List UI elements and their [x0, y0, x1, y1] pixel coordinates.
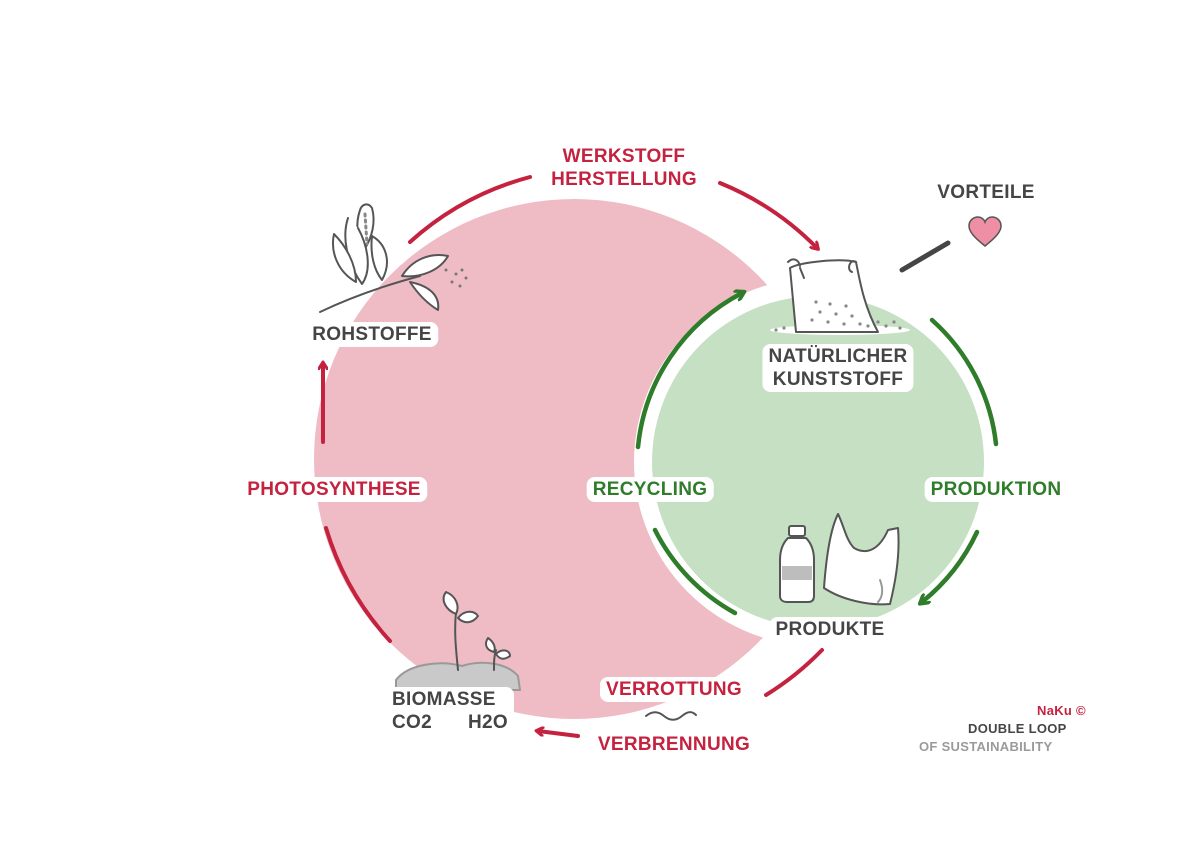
- bioplastic-bag-icon: [770, 258, 910, 335]
- station-products: PRODUKTE: [769, 617, 891, 642]
- brand-line1: DOUBLE LOOP: [968, 721, 1067, 736]
- plastic-bag-icon: [823, 513, 900, 606]
- plant-icon: [319, 203, 468, 313]
- bottle-icon: [779, 525, 815, 603]
- co2-label: CO2: [392, 712, 432, 733]
- step-material-line2: HERSTELLUNG: [551, 169, 697, 190]
- arrow-products-to-rotting: [764, 648, 824, 697]
- arrow-plastic-to-production: [929, 317, 999, 447]
- station-raw-materials: ROHSTOFFE: [306, 322, 438, 347]
- heart-icon: [968, 216, 1002, 247]
- step-material-line1: WERKSTOFF: [562, 146, 686, 167]
- arrow-burning-to-biomass: [538, 731, 580, 738]
- arrow-products-to-recycling: [652, 527, 738, 616]
- advantages-label: VORTEILE: [937, 182, 1035, 203]
- arrow-biomass-to-photosynthesis: [324, 526, 392, 643]
- advantages-connector: [899, 240, 951, 273]
- step-photosynthesis: PHOTOSYNTHESE: [241, 477, 427, 502]
- arrow-material-to-plastic: [718, 181, 817, 248]
- station-plastic-line1: NATÜRLICHER: [768, 346, 908, 367]
- brand-name: NaKu ©: [1037, 703, 1086, 718]
- arrow-recycling-to-plastic: [635, 293, 742, 450]
- station-biomass-line2: CO2 H2O: [392, 713, 508, 732]
- step-production: PRODUKTION: [924, 477, 1068, 502]
- step-burning: VERBRENNUNG: [591, 732, 757, 757]
- h2o-label: H2O: [467, 712, 508, 733]
- station-natural-plastic: NATÜRLICHER KUNSTSTOFF: [762, 344, 914, 392]
- step-recycling: RECYCLING: [586, 477, 714, 502]
- arrow-production-to-products: [922, 529, 980, 602]
- wave-icon: [645, 711, 697, 721]
- station-plastic-line2: KUNSTSTOFF: [772, 369, 904, 390]
- step-material-production: WERKSTOFF HERSTELLUNG: [545, 144, 703, 192]
- brand-line2: OF SUSTAINABILITY: [919, 739, 1053, 754]
- station-biomass-line1: BIOMASSE: [392, 689, 496, 710]
- station-biomass: BIOMASSE CO2 H2O: [386, 687, 514, 735]
- seedling-icon: [395, 591, 521, 691]
- step-rotting: VERROTTUNG: [600, 677, 748, 702]
- arrow-raw-to-material: [408, 175, 532, 244]
